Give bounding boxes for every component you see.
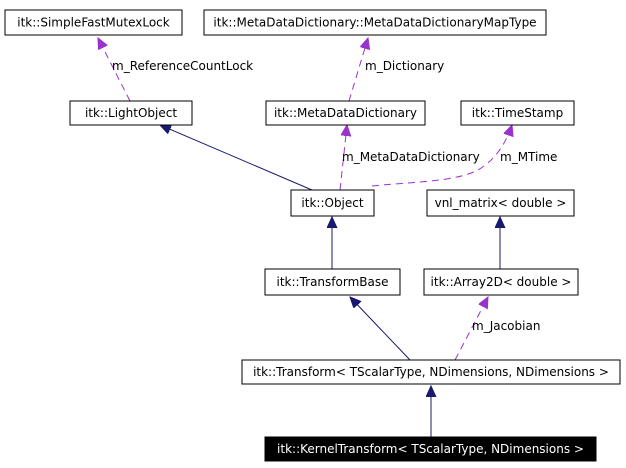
node-meta-data-dictionary-map-type[interactable]: itk::MetaDataDictionary::MetaDataDiction… (203, 9, 547, 36)
label-mtime: m_MTime (500, 150, 557, 164)
edge-transform-to-transformbase (350, 297, 411, 361)
node-transform-base[interactable]: itk::TransformBase (264, 268, 401, 296)
node-label: itk::TransformBase (277, 275, 389, 289)
node-simple-fast-mutex-lock[interactable]: itk::SimpleFastMutexLock (4, 9, 183, 36)
node-label: itk::LightObject (85, 106, 177, 120)
label-jacobian: m_Jacobian (472, 319, 540, 333)
node-label: itk::Object (301, 196, 363, 210)
node-label: itk::Transform< TScalarType, NDimensions… (253, 365, 609, 379)
node-object[interactable]: itk::Object (290, 189, 375, 217)
edge-meta-data-dictionary (339, 125, 347, 191)
label-dictionary: m_Dictionary (365, 59, 444, 73)
node-label: itk::KernelTransform< TScalarType, NDime… (277, 442, 584, 456)
node-transform[interactable]: itk::Transform< TScalarType, NDimensions… (241, 359, 621, 385)
node-label: itk::MetaDataDictionary (274, 106, 417, 120)
node-label: vnl_matrix< double > (435, 196, 567, 210)
edge-object-to-lightobject (160, 125, 313, 191)
node-meta-data-dictionary[interactable]: itk::MetaDataDictionary (265, 100, 426, 126)
node-vnl-matrix-double[interactable]: vnl_matrix< double > (426, 189, 575, 217)
node-kernel-transform[interactable]: itk::KernelTransform< TScalarType, NDime… (264, 436, 597, 462)
inheritance-edges (160, 125, 500, 437)
node-label: itk::MetaDataDictionary::MetaDataDiction… (213, 16, 536, 30)
edge-mtime (371, 125, 512, 187)
node-time-stamp[interactable]: itk::TimeStamp (460, 100, 575, 126)
node-light-object[interactable]: itk::LightObject (69, 100, 193, 126)
label-reference-count-lock: m_ReferenceCountLock (112, 59, 253, 73)
edge-dictionary (348, 38, 368, 102)
node-label: itk::TimeStamp (472, 106, 563, 120)
member-edges (98, 38, 512, 361)
edge-labels: m_ReferenceCountLock m_Dictionary m_Meta… (112, 59, 557, 333)
label-meta-data-dictionary: m_MetaDataDictionary (342, 150, 480, 164)
node-label: itk::SimpleFastMutexLock (17, 16, 170, 30)
node-label: itk::Array2D< double > (431, 275, 572, 289)
node-array2d-double[interactable]: itk::Array2D< double > (423, 268, 579, 296)
